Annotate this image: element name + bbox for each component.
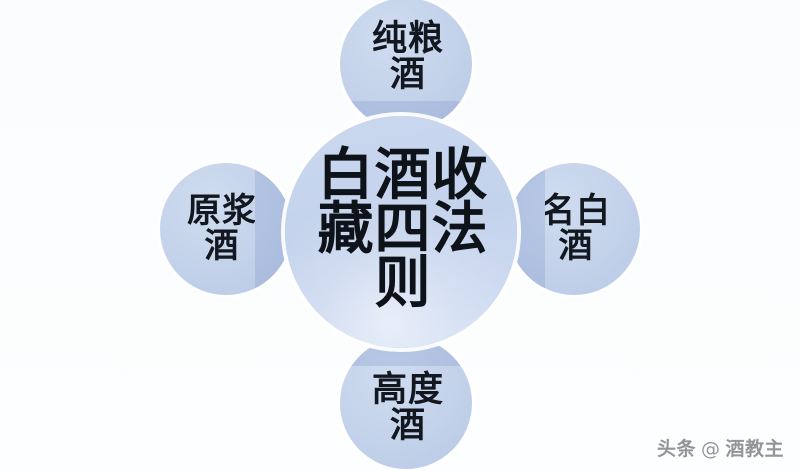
node-circle-right[interactable]: 名白 酒: [508, 163, 640, 295]
hub-label: 白酒收 藏四法 则: [317, 142, 489, 317]
watermark: 头条 @ 酒教主: [657, 434, 784, 461]
watermark-platform: 头条: [656, 438, 696, 460]
node-label-right: 名白 酒: [541, 191, 611, 266]
node-label-left: 原浆 酒: [187, 191, 257, 266]
watermark-account: 酒教主: [725, 438, 784, 460]
node-circle-top[interactable]: 纯粮 酒: [340, 0, 472, 130]
node-circle-bottom[interactable]: 高度 酒: [340, 337, 472, 469]
node-label-bottom: 高度 酒: [371, 370, 444, 446]
node-circle-left[interactable]: 原浆 酒: [160, 163, 292, 295]
watermark-at-icon: @: [700, 438, 721, 460]
hub-circle[interactable]: 白酒收 藏四法 则: [285, 116, 517, 348]
node-label-top: 纯粮 酒: [371, 19, 444, 95]
